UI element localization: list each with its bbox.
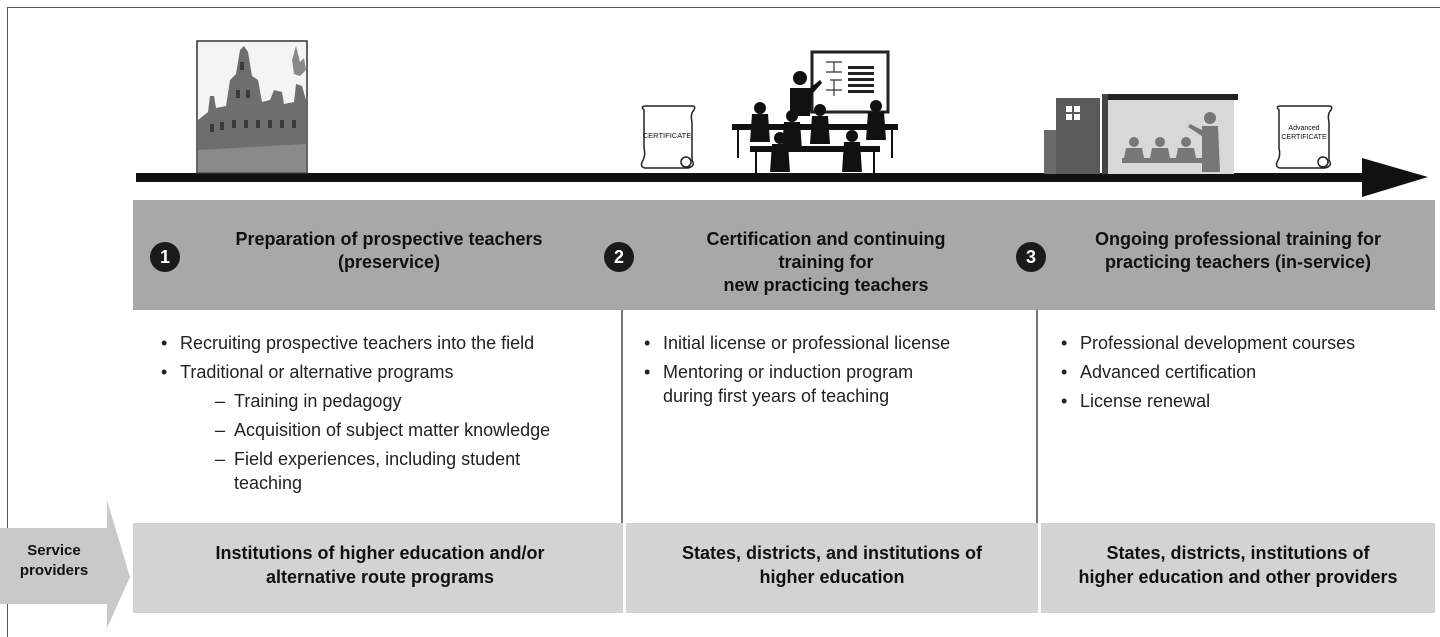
provider-divider-1 xyxy=(623,523,626,613)
timeline-arrowhead xyxy=(1362,158,1428,197)
stage-3-activities-list: •Professional development courses •Advan… xyxy=(1061,331,1431,418)
stage-1-title: Preparation of prospective teachers (pre… xyxy=(235,229,543,272)
stage-1-providers: Institutions of higher education and/or … xyxy=(215,543,545,587)
stage-details-band xyxy=(133,310,1435,523)
sub-list-item: –Acquisition of subject matter knowledge xyxy=(215,420,551,440)
service-providers-band xyxy=(133,523,1435,613)
list-item: •Professional development courses xyxy=(1061,333,1356,353)
school-classroom-image xyxy=(1044,94,1238,174)
figure-frame xyxy=(7,7,1440,637)
service-providers-label: Service providers xyxy=(19,542,89,579)
list-item: •Mentoring or induction program xyxy=(644,362,914,382)
sub-list-item: –Field experiences, including student xyxy=(215,449,521,469)
stage-2-providers: States, districts, and institutions of h… xyxy=(681,543,983,587)
certificate-scroll-icon: CERTIFICATE xyxy=(640,105,696,169)
sub-list-item: –Training in pedagogy xyxy=(215,391,402,411)
advanced-certificate-label-line2: CERTIFICATE xyxy=(1281,134,1327,141)
list-item: •Advanced certification xyxy=(1061,362,1257,382)
service-providers-arrow xyxy=(0,500,130,628)
stage-2-number-badge: 2 xyxy=(604,242,634,272)
classroom-presentation-image xyxy=(732,50,898,174)
sub-list-item-continuation: teaching xyxy=(234,473,303,493)
provider-divider-2 xyxy=(1038,523,1041,613)
stage-header-band xyxy=(133,200,1435,310)
stage-2-title: Certification and continuing training fo… xyxy=(706,229,946,295)
stage-1-header: 1 Preparation of prospective teachers (p… xyxy=(150,228,590,338)
column-divider-2 xyxy=(1036,310,1038,523)
university-building-image xyxy=(196,40,308,174)
advanced-certificate-label-line1: Advanced xyxy=(1288,125,1319,132)
certificate-label: CERTIFICATE xyxy=(643,131,691,140)
list-item: •Traditional or alternative programs xyxy=(161,362,454,382)
stage-2-activities-list: •Initial license or professional license… xyxy=(644,331,1024,413)
stage-3-title: Ongoing professional training for practi… xyxy=(1095,229,1381,272)
list-item: •Recruiting prospective teachers into th… xyxy=(161,333,535,353)
timeline-line xyxy=(136,173,1376,182)
stage-3-providers: States, districts, institutions of highe… xyxy=(1078,543,1398,587)
list-item: •Initial license or professional license xyxy=(644,333,951,353)
stage-1-number-badge: 1 xyxy=(150,242,180,272)
column-divider-1 xyxy=(621,310,623,523)
stage-2-header: 2 Certification and continuing training … xyxy=(604,228,1014,338)
list-item: •License renewal xyxy=(1061,391,1211,411)
stage-1-activities-list: •Recruiting prospective teachers into th… xyxy=(161,331,621,500)
stage-3-number-badge: 3 xyxy=(1016,242,1046,272)
advanced-certificate-scroll-icon: Advanced CERTIFICATE xyxy=(1275,105,1333,169)
stage-3-header: 3 Ongoing professional training for prac… xyxy=(1016,228,1424,338)
list-item-continuation: during first years of teaching xyxy=(663,386,890,406)
